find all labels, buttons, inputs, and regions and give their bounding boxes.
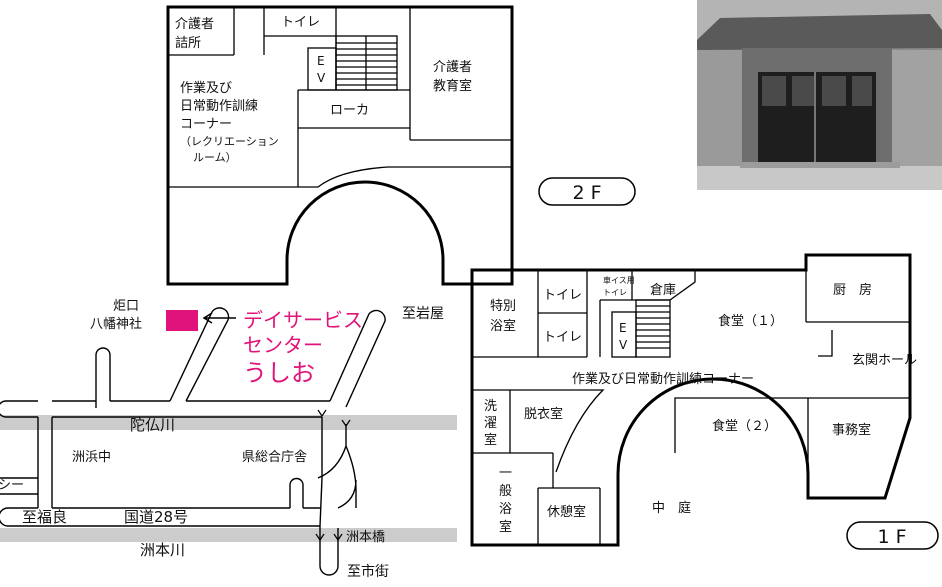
- river-sumoto-label: 洲本川: [140, 541, 185, 559]
- f1-special-bath-l2: 浴室: [490, 318, 516, 334]
- f1-training-corner: 作業及び日常動作訓練コーナー: [572, 371, 754, 387]
- floor-2-plan: [166, 5, 514, 286]
- facility-marker: [166, 310, 198, 331]
- river-sumoto: [0, 528, 457, 542]
- f2-training-l3: コーナー: [180, 117, 232, 132]
- f2-training-l2: 日常動作訓練: [180, 98, 258, 114]
- floor-1-label: 1 F: [877, 526, 906, 548]
- f2-training-l1: 作業及び: [180, 80, 232, 96]
- f1-toilet-2: トイレ: [543, 330, 582, 345]
- f1-changing-room: 脱衣室: [524, 406, 563, 422]
- f2-elevator-e: E: [317, 54, 325, 68]
- floor-1-badge: 1 F: [846, 521, 939, 550]
- f1-general-bath-l4: 室: [499, 519, 512, 535]
- river-dabutsu-label: 陀仏川: [130, 416, 175, 434]
- f2-elevator-v: V: [317, 71, 326, 85]
- f1-toilet-1: トイレ: [543, 288, 582, 303]
- river-dabutsu: [0, 415, 457, 430]
- pref-office-label: 県総合庁舎: [242, 450, 307, 465]
- facility-name-l2: センター: [243, 333, 323, 357]
- f1-dining-1: 食堂（１）: [718, 313, 783, 329]
- f1-storage: 倉庫: [650, 283, 676, 298]
- facility-name-l3: うしお: [243, 359, 315, 387]
- f1-courtyard: 中 庭: [652, 500, 691, 516]
- f1-special-bath-l1: 特別: [490, 299, 516, 314]
- bridge-label: 洲本橋: [346, 530, 385, 545]
- f1-dining-2: 食堂（２）: [712, 418, 777, 434]
- to-fukura-label: 至福良: [22, 508, 67, 526]
- f1-laundry-l2: 濯: [484, 416, 497, 431]
- floor-2-labels: 介護者 詰所 トイレ E V 介護者 教育室 作業及び 日常動作訓練 コーナー …: [175, 15, 472, 164]
- shrine-label-l1: 炬口: [113, 299, 139, 314]
- f1-general-bath-l1: 一: [499, 466, 512, 481]
- f1-wheelchair-toilet-l1: 車イス用: [603, 275, 635, 285]
- f1-office: 事務室: [832, 422, 871, 438]
- f1-rest-room: 休憩室: [547, 504, 586, 520]
- national-route-label: 国道28号: [124, 508, 188, 526]
- f1-elevator-v: V: [619, 338, 628, 352]
- floor-1-labels: 特別 浴室 トイレ トイレ 車イス用 トイレ 倉庫 E V 食堂（１） 厨 房 …: [484, 275, 917, 535]
- f2-toilet: トイレ: [281, 15, 320, 30]
- f1-wheelchair-toilet-l2: トイレ: [603, 288, 627, 297]
- f1-general-bath-l2: 般: [499, 483, 512, 499]
- floor-2-badge: 2 F: [538, 177, 636, 206]
- f1-laundry-l1: 洗: [484, 399, 497, 414]
- f2-classroom-l1: 介護者: [433, 59, 472, 75]
- to-city-label: 至市街: [347, 563, 389, 580]
- shrine-label-l2: 八幡神社: [90, 316, 142, 332]
- f2-corridor: ローカ: [330, 103, 369, 118]
- to-iwaya-label: 至岩屋: [402, 306, 444, 322]
- facility-arrow-icon: [202, 312, 236, 324]
- f2-caregiver-station-l1: 介護者: [175, 16, 214, 32]
- area-map: 炬口 八幡神社 デイサービス センター うしお 至岩屋 陀仏川 洲浜中 県総合庁…: [0, 299, 457, 580]
- f1-entrance-hall: 玄関ホール: [852, 353, 917, 368]
- floor-2-outer-wall: [166, 5, 514, 286]
- school-label: 洲浜中: [72, 450, 111, 465]
- f2-caregiver-station-l2: 詰所: [175, 35, 201, 51]
- f2-recreation-l1: （レクリエーション: [180, 135, 279, 148]
- f2-classroom-l2: 教育室: [433, 78, 472, 94]
- facility-name-l1: デイサービス: [243, 308, 363, 332]
- partial-left-label: シー: [0, 478, 24, 493]
- building-photo: [697, 0, 942, 190]
- f1-elevator-e: E: [619, 321, 627, 335]
- f1-laundry-l3: 室: [484, 432, 497, 448]
- f1-general-bath-l3: 浴: [499, 502, 512, 517]
- f2-recreation-l2: ルーム）: [193, 151, 237, 164]
- floor-2-label: 2 F: [572, 182, 601, 204]
- floor-1-plan: [470, 253, 912, 547]
- f1-kitchen: 厨 房: [833, 282, 872, 298]
